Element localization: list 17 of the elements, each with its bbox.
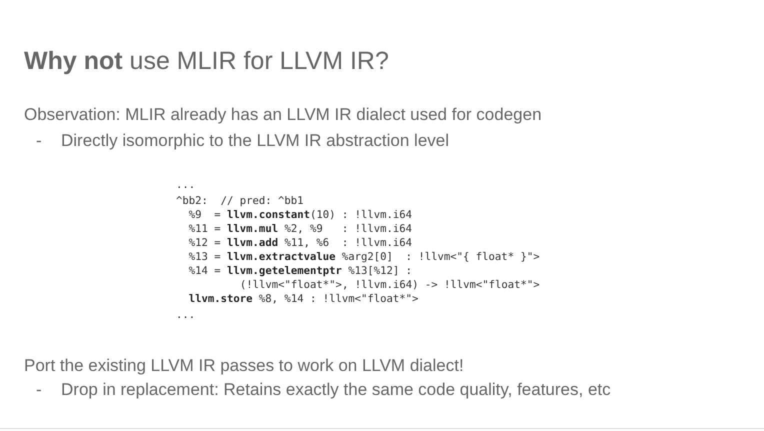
bullet-text: Directly isomorphic to the LLVM IR abstraction level <box>61 131 450 151</box>
code-line: %9 = llvm.constant(10) : !llvm.i64 <box>188 209 412 222</box>
code-line: llvm.store %8, %14 : !llvm<"float*"> <box>188 293 418 306</box>
conclusion-text: Port the existing LLVM IR passes to work on LLVM dialect! <box>24 356 464 376</box>
code-line: %13 = llvm.extractvalue %arg2[0] : !llvm<"{ float* }"> <box>188 251 540 264</box>
code-line: (!llvm<"float*">, !llvm.i64) -> !llvm<"float*"> <box>240 279 540 292</box>
code-line: %11 = llvm.mul %2, %9 : !llvm.i64 <box>188 223 412 236</box>
bullet-text: Drop in replacement: Retains exactly the same code quality, features, etc <box>61 380 611 400</box>
observation-text: Observation: MLIR already has an LLVM IR dialect used for codegen <box>24 105 542 125</box>
slide-title: Why not use MLIR for LLVM IR? <box>24 47 389 76</box>
code-line: %14 = llvm.getelementptr %13[%12] : <box>188 265 412 278</box>
code-line: ... <box>176 179 196 192</box>
bullet-dash: - <box>36 380 42 400</box>
bullet-dash: - <box>36 131 42 151</box>
code-line: %12 = llvm.add %11, %6 : !llvm.i64 <box>188 237 412 250</box>
code-line: ... <box>176 309 196 322</box>
code-line: ^bb2: // pred: ^bb1 <box>176 195 304 208</box>
